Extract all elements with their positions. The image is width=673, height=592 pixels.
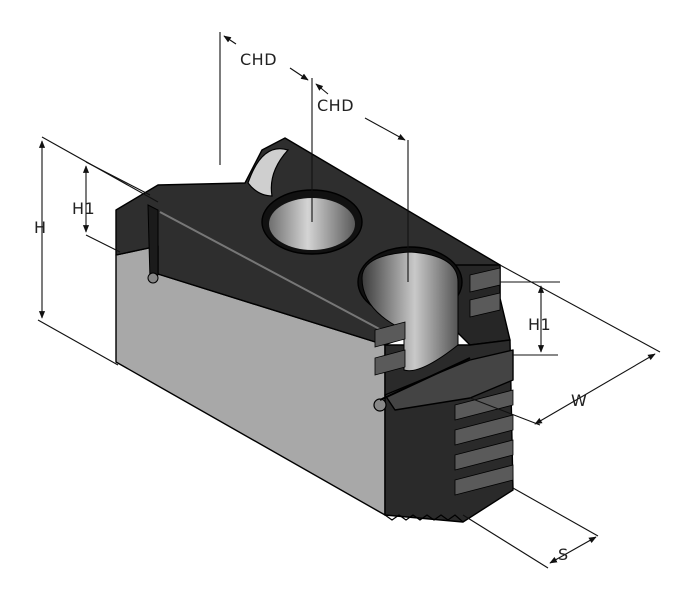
serrations-upper [374,267,501,376]
left-groove-end [147,272,159,284]
dim-chd-top-leader [223,35,237,45]
serrations-lower [454,389,514,496]
front-pin [373,398,387,412]
counterbore-1-hole [269,198,355,250]
label-h1-right: H1 [528,315,551,334]
label-h1-left: H1 [72,199,95,218]
label-w: W [571,391,587,410]
top-edge-highlight [159,211,388,334]
label-h: H [34,218,47,237]
left-groove [147,204,159,281]
dim-s-line [549,536,597,564]
label-chd-top: CHD [240,50,277,69]
dimensions [37,32,661,569]
half-bore-cut [247,148,290,197]
front-slot [379,357,471,401]
label-s: S [558,545,569,564]
dim-w-line [534,353,656,425]
jaw-chamfer [384,349,514,411]
dim-chd-second-leader [315,83,329,95]
counterbore-2-bore [361,251,459,372]
bottom-teeth [384,514,464,523]
jaw-body [115,137,514,523]
label-chd-second: CHD [317,96,354,115]
